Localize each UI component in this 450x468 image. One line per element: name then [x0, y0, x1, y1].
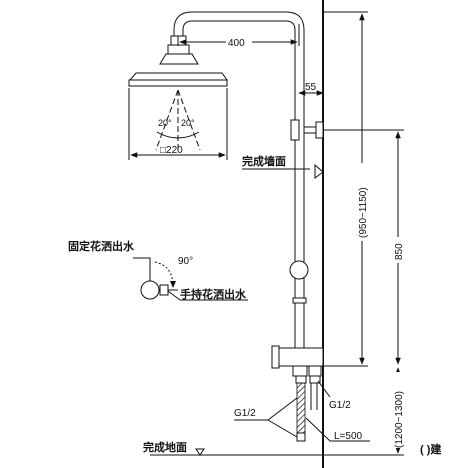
head-size-label: □220 — [160, 145, 183, 156]
spray-angle-left-label: 20° — [158, 118, 172, 128]
inlet-left-leader-b — [267, 419, 298, 438]
finished-floor-label: 完成地面 — [143, 440, 187, 454]
vertical-range-dimension — [323, 11, 368, 367]
spray-angle-lines — [155, 89, 201, 151]
suggestion-label: ( )建 — [420, 442, 442, 456]
shower-riser-pipe — [173, 11, 307, 348]
riser-connector — [289, 260, 309, 280]
wall-offset-label: 55 — [305, 82, 317, 93]
inlet-right-label: G1/2 — [329, 400, 351, 411]
hose-length-leader — [305, 417, 331, 442]
inlet-left-leader-a — [267, 397, 298, 421]
inlet-left-label: G1/2 — [234, 408, 256, 419]
finished-wall-label: 完成墙面 — [242, 154, 286, 168]
diverter-handle-detail — [133, 257, 248, 301]
riser-height-dimension — [323, 129, 404, 365]
hand-shower-outlet-label: 手持花洒出水 — [180, 287, 247, 301]
arm-length-label: 400 — [228, 38, 245, 49]
inlet-right-leader — [317, 380, 331, 398]
riser-height-label: 850 — [394, 243, 405, 260]
inlet-hose — [296, 382, 318, 442]
wall-level-symbol — [314, 163, 324, 179]
vertical-range-label: (950~1150) — [358, 187, 369, 238]
mixer-valve — [271, 345, 324, 384]
inlet-height-dimension — [323, 367, 404, 456]
wall-bracket — [290, 119, 324, 141]
arm-length-dimension — [177, 24, 300, 48]
fixed-shower-outlet-label: 固定花洒出水 — [68, 239, 135, 253]
hose-length-label: L=500 — [334, 431, 363, 442]
floor-level-symbol — [195, 448, 205, 456]
handle-angle-label: 90° — [178, 256, 193, 267]
inlet-height-label: (1200~1300) — [394, 391, 405, 448]
spray-angle-right-label: 20° — [181, 118, 195, 128]
head-width-dimension — [128, 88, 228, 160]
